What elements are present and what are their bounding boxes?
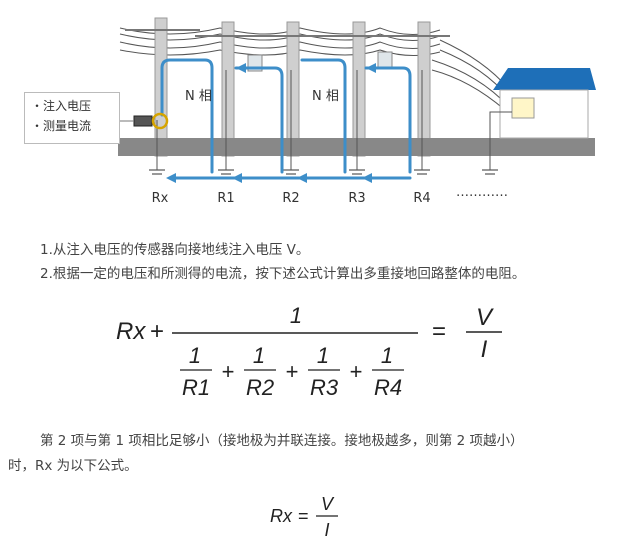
formula-simplified-svg: Rx = V I	[270, 494, 338, 540]
f2-den: I	[324, 520, 329, 540]
callout-measure-current: ・测量电流	[31, 119, 92, 133]
formula-main-svg: Rx + 1 1 R1 + 1 R2 + 1 R3 + 1 R4 = V I	[116, 303, 502, 400]
ground-label-r2: R2	[282, 191, 299, 206]
formula-simplified: Rx = V I	[0, 488, 625, 544]
f1-lhs: Rx	[116, 318, 146, 345]
cross-arms	[125, 29, 450, 37]
ground-electrodes	[149, 169, 498, 175]
ground-label-r3: R3	[348, 191, 365, 206]
f1-terms: 1 R1 + 1 R2 + 1 R3 + 1 R4	[180, 343, 404, 400]
paragraph-line-1: 第 2 项与第 1 项相比足够小（接地极为并联连接。接地极越多，则第 2 项越小…	[40, 433, 524, 449]
clamp-ring	[151, 112, 169, 130]
loop-2	[234, 66, 284, 174]
loop-4	[364, 66, 412, 174]
f1-term4-den: R4	[374, 375, 402, 400]
callout-inject-voltage: ・注入电压	[31, 99, 92, 113]
ellipsis: …………	[456, 185, 508, 200]
f1-term1-den: R1	[182, 375, 210, 400]
f1-term3-num: 1	[317, 343, 329, 368]
f2-lhs: Rx	[270, 506, 293, 526]
ground-label-rx: Rx	[152, 191, 169, 206]
paragraph-line-2: 时，Rx 为以下公式。	[8, 458, 138, 474]
step-2: 2.根据一定的电压和所测得的电流，按下述公式计算出多重接地回路整体的电阻。	[40, 266, 526, 282]
callout-box: ・注入电压 ・测量电流	[24, 92, 120, 144]
f1-term1-num: 1	[189, 343, 201, 368]
f1-plus: +	[150, 318, 164, 345]
ground-label-r4: R4	[413, 191, 430, 206]
current-loops	[160, 58, 412, 180]
meter-box	[511, 97, 535, 119]
formula-main: Rx + 1 1 R1 + 1 R2 + 1 R3 + 1 R4 = V I	[0, 295, 625, 415]
f1-plus-1: +	[222, 359, 235, 384]
f2-equals: =	[298, 506, 309, 526]
house	[493, 68, 596, 139]
ground-label-r1: R1	[217, 191, 234, 206]
f1-rhs-den: I	[481, 336, 488, 363]
loop-3	[300, 58, 347, 174]
f1-numerator: 1	[290, 303, 302, 328]
f2-num: V	[321, 494, 335, 514]
f1-rhs-num: V	[476, 304, 494, 331]
pole-4	[352, 21, 366, 157]
f1-term2-den: R2	[246, 375, 274, 400]
pole-2	[221, 21, 235, 157]
step-1: 1.从注入电压的传感器向接地线注入电压 V。	[40, 242, 310, 258]
f1-term2-num: 1	[253, 343, 265, 368]
f1-equals: =	[432, 318, 446, 345]
transformer-2	[377, 51, 393, 69]
ground-labels: Rx R1 R2 R3 R4 …………	[152, 185, 508, 206]
phase-label-1: N 相	[185, 89, 212, 104]
f1-term3-den: R3	[310, 375, 339, 400]
pole-5	[417, 21, 431, 157]
loop-1	[160, 58, 214, 174]
f1-term4-num: 1	[381, 343, 393, 368]
current-arrows	[166, 63, 376, 183]
f1-plus-3: +	[350, 359, 363, 384]
grounding-diagram: N 相 N 相 Rx R1 R2 R3 R4 ………… ・注入电压 ・测量电流	[0, 0, 625, 215]
f1-plus-2: +	[286, 359, 299, 384]
grounding-diagram-svg: N 相 N 相 Rx R1 R2 R3 R4 …………	[118, 17, 596, 206]
phase-label-2: N 相	[312, 89, 339, 104]
house-roof	[493, 68, 596, 90]
pole-3	[286, 21, 300, 157]
